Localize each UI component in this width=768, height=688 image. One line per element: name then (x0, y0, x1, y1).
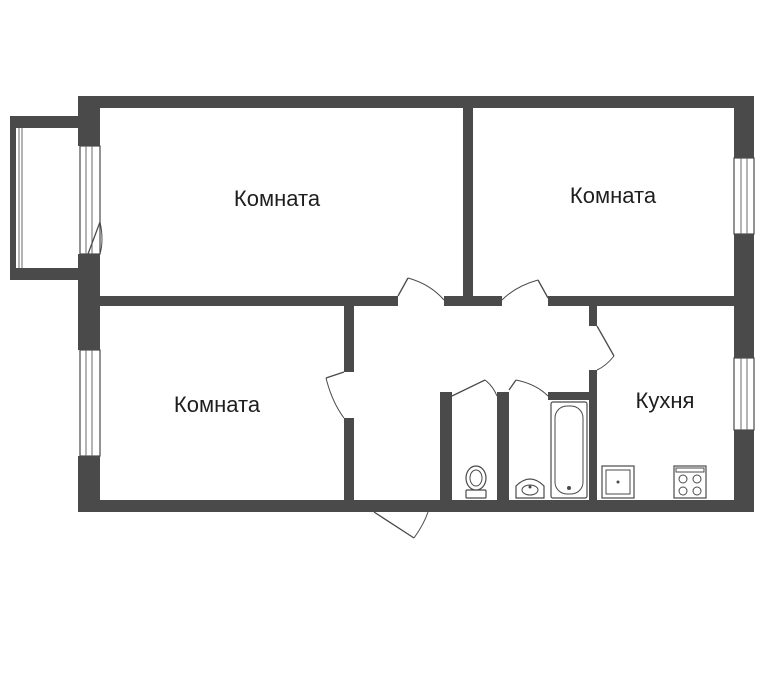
stove (673, 465, 707, 499)
kitchen-label: Кухня (636, 388, 695, 413)
door-wc (451, 379, 498, 397)
window-left-bottom (79, 349, 101, 457)
window-right-top (733, 157, 755, 235)
entrance-door (373, 511, 429, 539)
room-label-3: Комната (174, 392, 261, 417)
interior-walls (78, 96, 754, 512)
door-room-1 (397, 277, 445, 301)
door-kitchen (596, 325, 615, 371)
window-left-top (79, 145, 101, 255)
outer-walls (78, 96, 754, 512)
door-room-2 (501, 279, 549, 301)
room-label-1: Комната (234, 186, 321, 211)
balcony-glazing (18, 128, 23, 268)
window-right-kitchen (733, 357, 755, 431)
kitchen-sink (601, 465, 635, 499)
door-bathroom (508, 379, 549, 397)
wash-basin (515, 478, 545, 499)
balcony (10, 116, 78, 280)
bathtub (550, 401, 588, 499)
room-label-2: Комната (570, 183, 657, 208)
balcony-door (87, 221, 103, 255)
door-room-3 (325, 371, 345, 419)
toilet (465, 465, 487, 499)
